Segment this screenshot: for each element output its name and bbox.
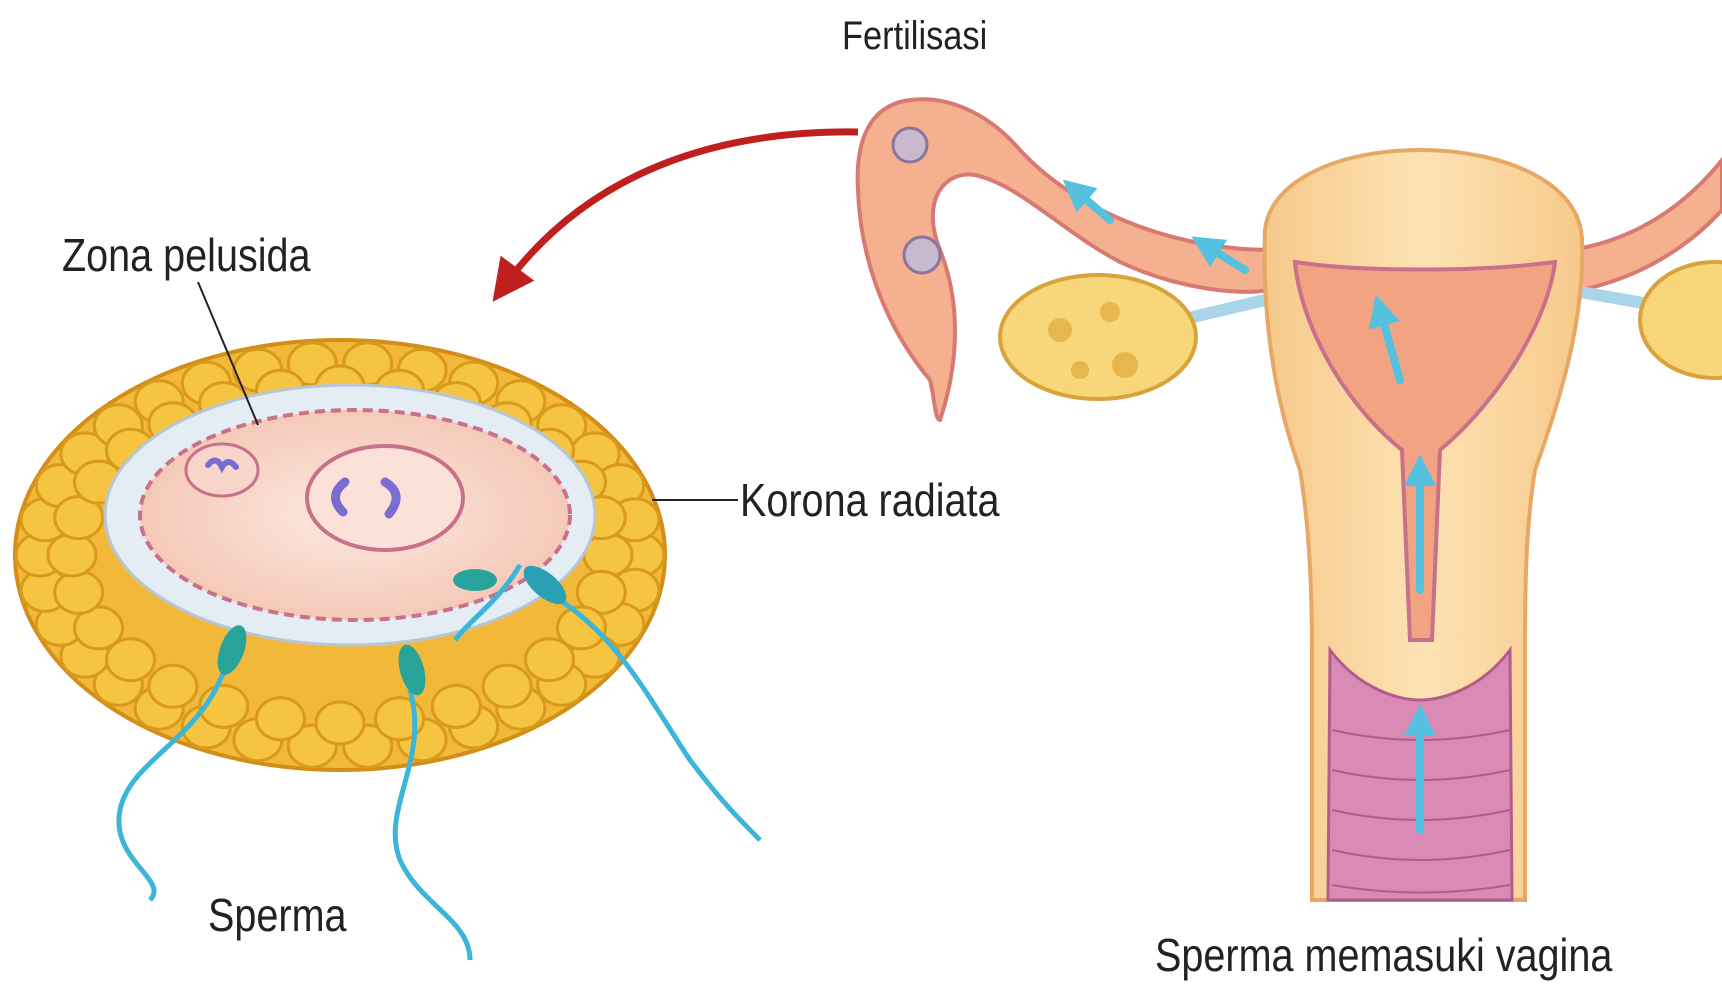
corona-cell xyxy=(432,685,480,727)
label-sperma-memasuki-vagina: Sperma memasuki vagina xyxy=(1155,928,1612,982)
label-zona-pelusida: Zona pelusida xyxy=(62,228,311,282)
egg-in-tube xyxy=(893,128,927,162)
ovary-right xyxy=(1640,262,1722,378)
corona-cell xyxy=(149,665,197,707)
corona-cell xyxy=(55,571,103,613)
corona-cell xyxy=(526,639,574,681)
ovary-left xyxy=(1000,275,1196,399)
nucleus xyxy=(307,446,463,550)
label-sperma: Sperma xyxy=(208,888,347,942)
label-korona-radiata: Korona radiata xyxy=(740,473,1000,527)
corona-cell xyxy=(316,702,364,744)
label-fertilisasi: Fertilisasi xyxy=(842,14,987,59)
egg-in-tube xyxy=(904,237,940,273)
fertilization-arrow xyxy=(505,132,858,285)
corona-cell xyxy=(483,665,531,707)
corona-cell xyxy=(256,698,304,740)
egg-cell xyxy=(15,340,665,770)
corona-cell xyxy=(48,534,96,576)
